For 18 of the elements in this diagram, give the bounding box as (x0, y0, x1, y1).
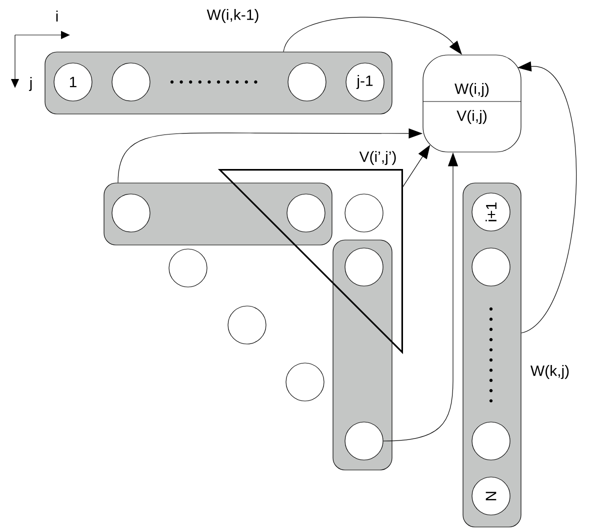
circle (286, 362, 324, 402)
circle (472, 248, 510, 286)
circle (112, 62, 150, 102)
circle (228, 306, 266, 344)
circle (168, 248, 208, 288)
circle (344, 248, 384, 286)
edge-label: V(i’,j’) (358, 150, 398, 166)
circle (344, 194, 384, 232)
circle (112, 194, 150, 232)
circle (288, 62, 326, 102)
edge-label: W(k,j) (529, 364, 571, 380)
result-box: W(i,j) V(i,j) (422, 54, 522, 152)
edge-label: W(i,k-1) (206, 8, 260, 24)
axis-label: j (28, 77, 32, 91)
axis-label: i (56, 10, 58, 22)
circle (344, 422, 384, 460)
circle (472, 422, 510, 460)
circle (286, 194, 326, 232)
